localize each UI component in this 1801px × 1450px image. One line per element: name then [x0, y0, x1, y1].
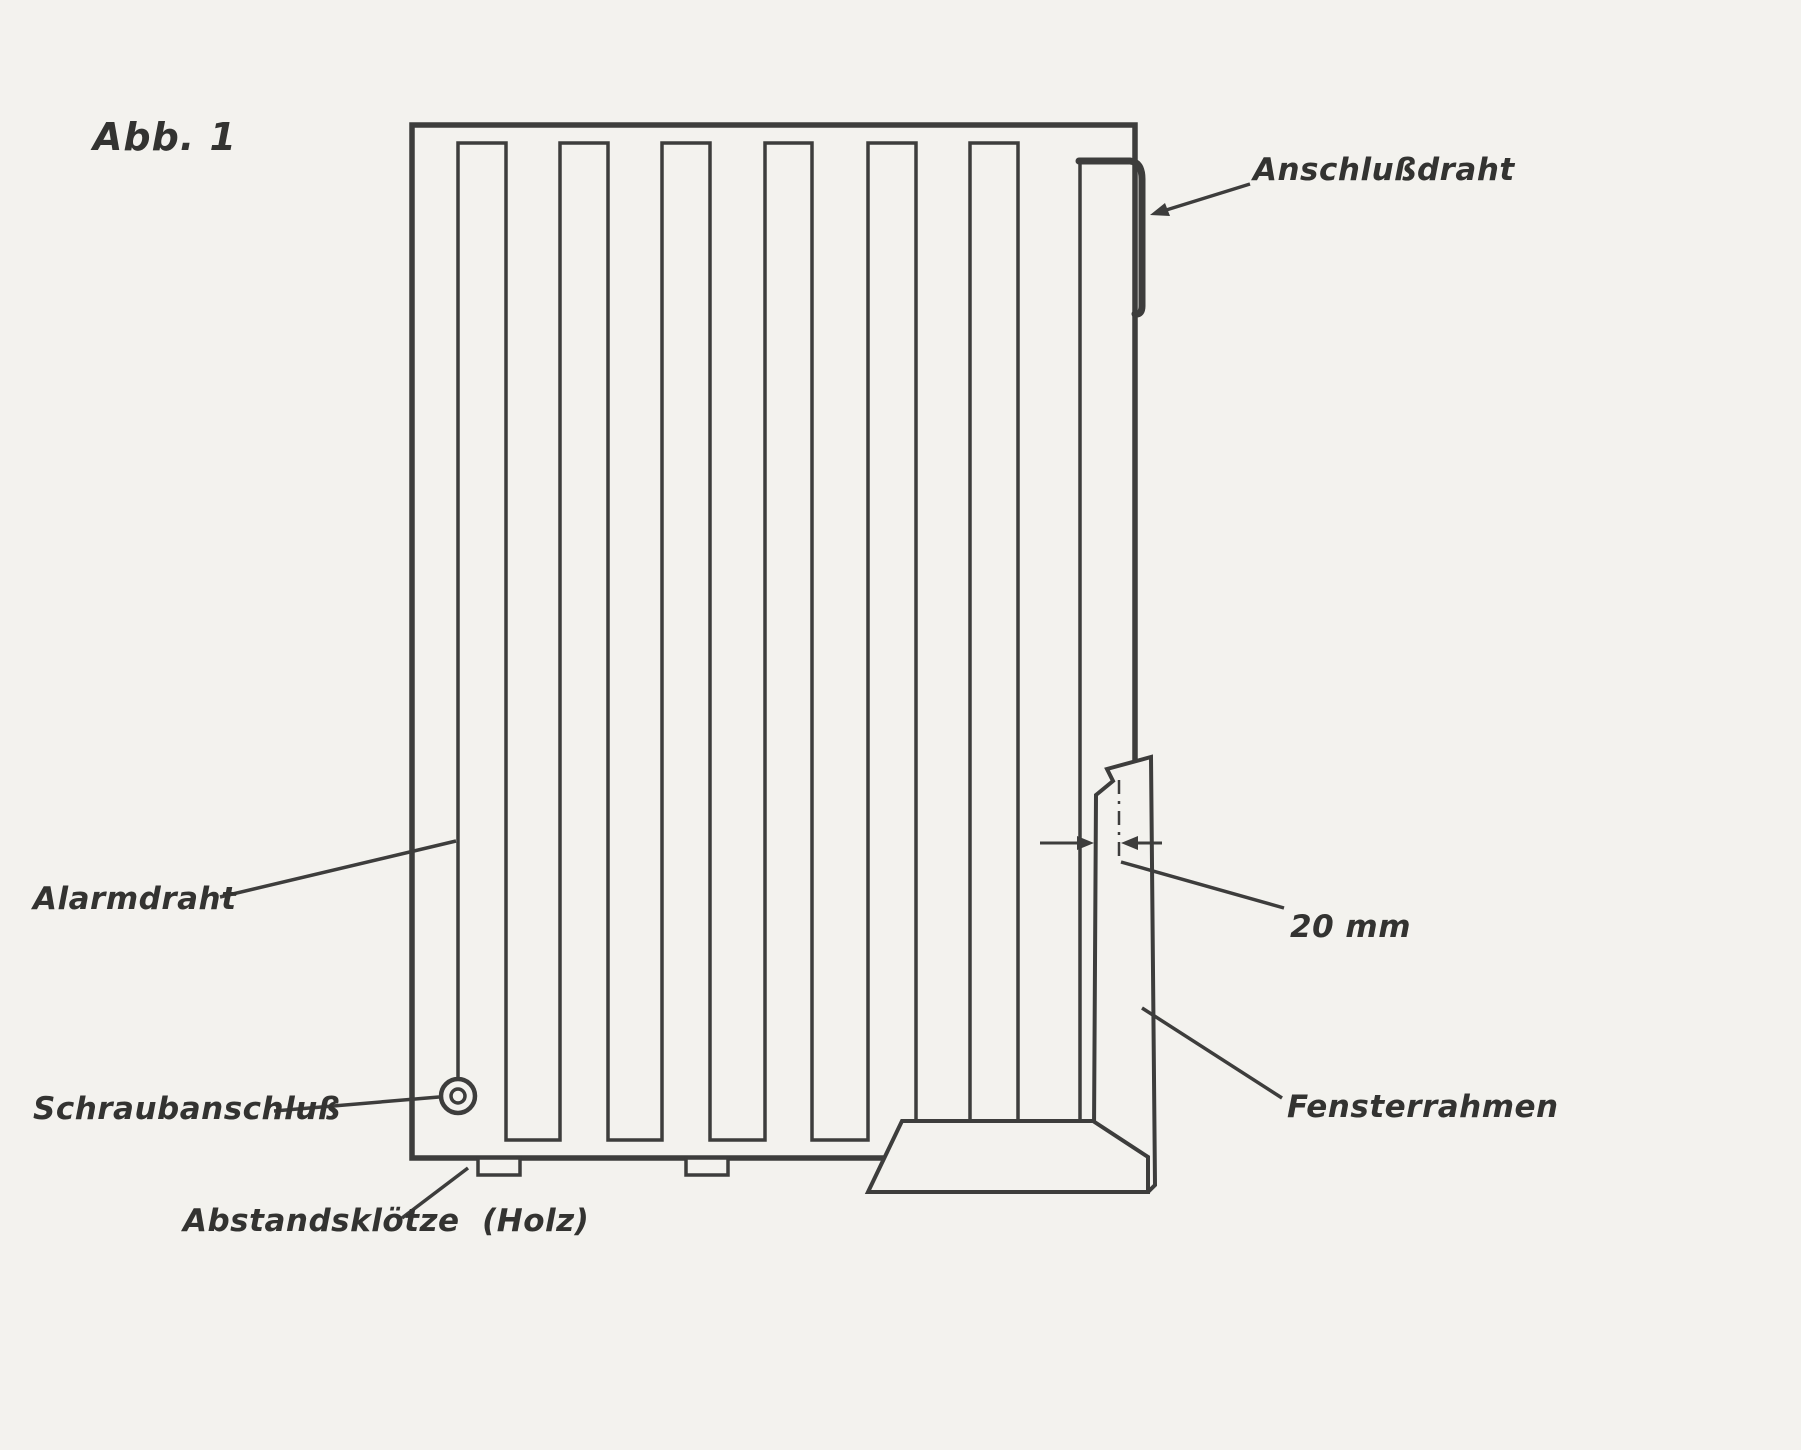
- window-frame-board: [1091, 754, 1158, 1193]
- screw-terminal: [438, 1076, 478, 1116]
- label-dimension-20mm: 20 mm: [1290, 909, 1412, 945]
- leader-anschlussdraht-arrowhead: [1150, 203, 1170, 216]
- leader-schraubanschluss: [273, 1095, 440, 1113]
- label-schraubanschluss: Schraubanschluß: [33, 1091, 341, 1127]
- leader-lines: [219, 182, 1285, 1220]
- leader-alarmdraht: [219, 839, 457, 899]
- leader-anschlussdraht: [1162, 182, 1251, 213]
- leader-abstandskloetze: [400, 1166, 470, 1220]
- leader-20mm: [1120, 860, 1285, 910]
- label-fensterrahmen: Fensterrahmen: [1287, 1089, 1559, 1125]
- figure-title: Abb. 1: [93, 115, 237, 159]
- window-sill: [864, 1119, 1150, 1194]
- dimension-20mm-arrows: [1040, 836, 1162, 850]
- window-pane-outline: [409, 122, 1138, 1161]
- alarm-wire-meander: [456, 141, 1082, 1142]
- connection-wire: [1075, 157, 1146, 318]
- leader-fensterrahmen: [1141, 1006, 1283, 1100]
- label-alarmdraht: Alarmdraht: [33, 881, 237, 917]
- label-anschlussdraht: Anschlußdraht: [1253, 152, 1515, 188]
- spacer-blocks: [476, 1156, 730, 1177]
- label-abstandskloetze: Abstandsklötze (Holz): [183, 1203, 590, 1239]
